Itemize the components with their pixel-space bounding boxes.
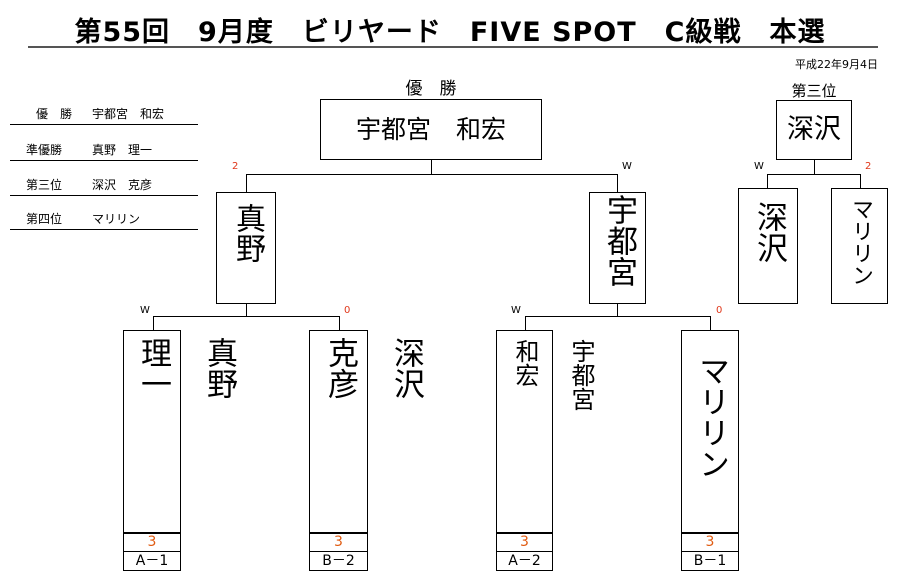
player-3-box: 宇都宮 和宏 (496, 330, 595, 533)
third-place-box: 深沢 (776, 100, 852, 160)
player-2-seed: B－2 (309, 551, 368, 571)
bracket-line (153, 316, 340, 317)
bracket-line (153, 316, 154, 330)
semifinal-right-name: 宇都宮 (601, 194, 637, 287)
player-2-box: 深沢 克彦 (309, 330, 424, 533)
result-name: マリリン (92, 212, 141, 226)
bracket-line (431, 160, 432, 175)
result-rank: 優 勝 (36, 107, 73, 121)
player-4-name: マリリン (693, 355, 729, 479)
player-1-name: 真野 理一 (135, 337, 237, 399)
result-rank: 第四位 (26, 212, 63, 226)
bracket-line (246, 174, 247, 192)
result-name: 深沢 克彦 (92, 178, 153, 192)
third-right-mark: 2 (865, 161, 872, 172)
semifinal-right-mark: W (622, 161, 632, 172)
third-left-name: 深沢 (751, 201, 787, 263)
bracket-line (617, 304, 618, 317)
player-1-box: 真野 理一 (123, 330, 237, 533)
player-4-seed: B－1 (681, 551, 739, 571)
champion-box: 宇都宮 和宏 (320, 99, 542, 160)
semifinal-right-box: 宇都宮 (589, 192, 646, 304)
bracket-line (710, 316, 711, 330)
result-row-fourth: 第四位 マリリン (10, 209, 198, 230)
player-3-mark: W (511, 305, 521, 316)
bracket-line (246, 174, 617, 175)
player-3-name: 宇都宮 和宏 (511, 339, 595, 411)
bracket-line (525, 316, 526, 330)
title-divider (28, 46, 878, 48)
player-4-mark: 0 (716, 305, 723, 316)
bracket-line (525, 316, 711, 317)
result-rank: 準優勝 (26, 143, 63, 157)
semifinal-left-mark: 2 (232, 161, 239, 172)
semifinal-left-box: 真野 (216, 192, 276, 304)
player-2-score: 3 (309, 533, 368, 552)
result-name: 真野 理一 (92, 143, 153, 157)
bracket-line (339, 316, 340, 330)
player-1-score: 3 (123, 533, 181, 552)
third-left-mark: W (754, 161, 764, 172)
bracket-line (860, 174, 861, 188)
result-row-champion: 優 勝 宇都宮 和宏 (10, 104, 198, 125)
player-2-mark: 0 (344, 305, 351, 316)
bracket-line (814, 160, 815, 175)
player-1-mark: W (140, 305, 150, 316)
result-rank: 第三位 (26, 178, 63, 192)
player-1-seed: A－1 (123, 551, 181, 571)
third-right-box: マリリン (831, 188, 888, 304)
result-row-runner-up: 準優勝 真野 理一 (10, 140, 198, 161)
bracket-line (246, 304, 247, 317)
page-title: 第55回 9月度 ビリヤード FIVE SPOT C級戦 本選 (74, 17, 826, 48)
result-name: 宇都宮 和宏 (92, 107, 165, 121)
result-row-third: 第三位 深沢 克彦 (10, 175, 198, 196)
champion-label: 優 勝 (405, 79, 457, 99)
player-2-name: 深沢 克彦 (322, 337, 424, 399)
player-3-score: 3 (496, 533, 553, 552)
player-3-seed: A－2 (496, 551, 553, 571)
bracket-line (617, 174, 618, 192)
bracket-line (767, 174, 768, 188)
third-right-name: マリリン (848, 198, 873, 286)
bracket-line (767, 174, 861, 175)
semifinal-left-name: 真野 (230, 203, 265, 263)
third-place-label: 第三位 (791, 82, 837, 100)
third-left-box: 深沢 (738, 188, 798, 304)
event-date: 平成22年9月4日 (795, 58, 878, 71)
player-4-box: マリリン (681, 330, 739, 533)
player-4-score: 3 (681, 533, 739, 552)
